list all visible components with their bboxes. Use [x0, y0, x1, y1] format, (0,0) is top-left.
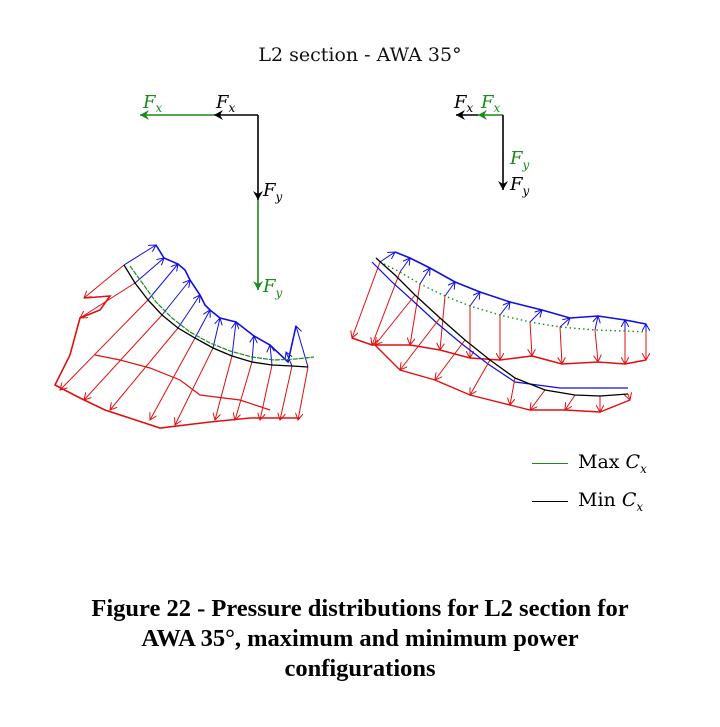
- right-max-pressure-vector: [560, 326, 562, 364]
- left-suction-vector: [123, 245, 156, 266]
- right-max-pressure-envelope: [351, 337, 647, 365]
- left-force-diagram: Fx Fx Fy Fy: [140, 92, 283, 300]
- left-suction-vector: [194, 310, 210, 339]
- legend-item-min-cx: Min Cx: [532, 482, 647, 520]
- right-max-suction-vector: [595, 316, 598, 331]
- right-min-pressure-vector: [530, 389, 546, 410]
- right-max-cx-profile: [379, 261, 647, 333]
- right-sail-pressure-plot: [351, 251, 647, 413]
- left-suction-vector: [296, 326, 309, 368]
- right-min-pressure-vector: [435, 339, 466, 380]
- right-max-suction-envelope: [394, 251, 647, 325]
- figure-title: L2 section - AWA 35°: [258, 44, 462, 66]
- caption-line-1: Figure 22 - Pressure distributions for L…: [91, 595, 629, 622]
- left-pressure-vector: [84, 314, 163, 400]
- left-pressure-vector: [60, 299, 149, 390]
- left-suction-vector: [212, 318, 220, 349]
- left-pressure-vector: [260, 364, 273, 420]
- left-suction-vector: [147, 264, 178, 301]
- right-max-pressure-vector: [595, 329, 598, 362]
- right-min-fy-label: Fy: [509, 174, 530, 198]
- caption-line-3: configurations: [284, 655, 436, 682]
- right-min-cx-profile: [375, 257, 629, 397]
- left-suction-vector: [270, 345, 272, 366]
- left-suction-envelope: [155, 244, 297, 364]
- right-max-pressure-vector: [440, 295, 446, 350]
- right-max-suction-vector: [469, 292, 480, 307]
- caption-line-2: AWA 35°, maximum and minimum power: [141, 625, 579, 652]
- legend-label-min-cx: Min Cx: [578, 488, 644, 514]
- right-max-suction-vector: [559, 318, 570, 328]
- right-max-suction-vector: [529, 310, 542, 323]
- left-max-fy-label: Fy: [262, 276, 283, 300]
- right-min-fx-label: Fx: [453, 92, 474, 115]
- left-suction-vector: [232, 322, 236, 357]
- right-max-pressure-vector: [530, 321, 532, 356]
- right-max-suction-vector: [499, 302, 510, 316]
- left-pressure-vector: [215, 355, 233, 420]
- legend-label-max-cx: Max Cx: [578, 450, 647, 476]
- left-suction-vector: [177, 295, 200, 329]
- right-min-pressure-vector: [628, 394, 630, 400]
- right-max-pressure-vector: [352, 261, 381, 338]
- right-force-diagram: Fx Fx Fy Fy: [453, 92, 530, 198]
- legend: Max Cx Min Cx: [532, 444, 647, 520]
- right-min-pressure-vector: [400, 317, 441, 370]
- left-pressure-envelope-min: [94, 354, 271, 411]
- right-max-suction-vector: [419, 268, 430, 285]
- right-max-fy-label: Fy: [509, 148, 530, 172]
- left-pressure-vector: [298, 366, 309, 420]
- right-max-suction-vector: [379, 252, 395, 263]
- right-max-pressure-vector: [410, 283, 421, 345]
- legend-swatch-max-cx: [532, 462, 568, 464]
- figure-caption: Figure 22 - Pressure distributions for L…: [40, 594, 680, 684]
- left-pressure-vector: [110, 327, 179, 410]
- left-min-fx-label: Fx: [215, 92, 236, 115]
- right-min-pressure-vector: [375, 294, 416, 345]
- left-pressure-vector: [150, 337, 196, 420]
- right-max-suction-vector: [399, 258, 410, 273]
- left-min-fy-label: Fy: [262, 180, 283, 204]
- right-max-suction-vector: [444, 282, 455, 297]
- left-pressure-vector: [84, 264, 125, 298]
- left-pressure-vector: [175, 347, 214, 425]
- right-max-pressure-vector: [372, 271, 401, 345]
- right-min-pressure-vector: [510, 377, 516, 405]
- left-max-cx-profile: [129, 265, 315, 361]
- left-min-cx-profile: [123, 264, 309, 368]
- left-pressure-vector: [235, 361, 253, 420]
- right-min-pressure-vector: [470, 359, 491, 395]
- left-suction-vector: [161, 280, 190, 316]
- left-max-fx-label: Fx: [142, 92, 163, 115]
- legend-item-max-cx: Max Cx: [532, 444, 647, 482]
- legend-swatch-min-cx: [532, 500, 568, 502]
- left-pressure-vector: [280, 365, 293, 420]
- right-min-pressure-envelope: [374, 344, 631, 413]
- right-max-fx-label: Fx: [480, 92, 501, 115]
- left-pressure-envelope: [53, 295, 300, 429]
- left-suction-vector: [252, 336, 254, 363]
- left-sail-pressure-plot: [53, 244, 315, 429]
- right-min-pressure-vector: [565, 394, 576, 410]
- left-pressure-vector: [80, 282, 136, 318]
